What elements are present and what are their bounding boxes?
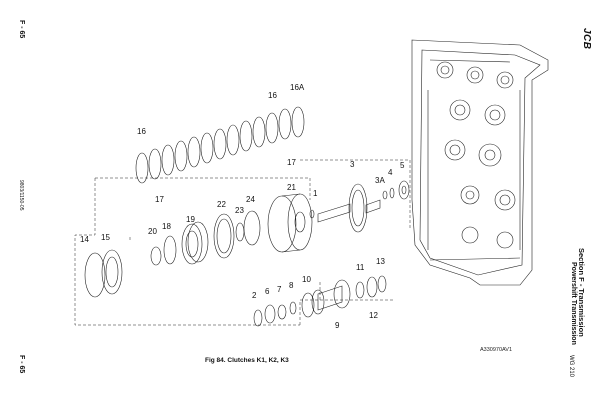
part-18	[163, 235, 177, 265]
part-8	[289, 301, 297, 315]
callout-23: 23	[235, 206, 244, 215]
callout-10: 10	[302, 275, 311, 284]
part-23	[235, 222, 245, 242]
washer-4	[389, 187, 395, 199]
part-12	[366, 276, 378, 298]
assembly-guide-dashed	[74, 177, 395, 326]
part-13	[377, 275, 387, 293]
callout-11: 11	[356, 263, 365, 272]
callout-8: 8	[289, 281, 294, 290]
callout-18: 18	[162, 222, 171, 231]
callout-16a: 16	[137, 127, 146, 136]
callout-21: 21	[287, 183, 296, 192]
part-20	[150, 246, 162, 266]
part-22	[213, 213, 235, 259]
callout-7: 7	[277, 285, 282, 294]
bearing-5	[398, 180, 410, 200]
part-2	[253, 309, 263, 327]
callout-12: 12	[369, 311, 378, 320]
callout-13: 13	[376, 257, 385, 266]
part-1	[309, 209, 315, 219]
callout-5: 5	[400, 161, 405, 170]
part-7	[277, 304, 287, 320]
piston-19	[181, 221, 209, 265]
figure-ref: A330970AV1	[480, 347, 513, 353]
part-11	[355, 281, 365, 299]
callout-17b: 17	[287, 158, 296, 167]
callout-16A: 16A	[290, 83, 305, 92]
callout-15: 15	[101, 233, 110, 242]
callout-20: 20	[148, 227, 157, 236]
plate-14	[84, 252, 106, 298]
transmission-housing	[411, 39, 549, 286]
gear-shaft-3	[317, 183, 381, 233]
figure-caption: Fig 84. Clutches K1, K2, K3	[205, 357, 289, 364]
callout-17a: 17	[155, 195, 164, 204]
pin-3a	[382, 190, 388, 200]
part-24	[243, 210, 261, 246]
clutch-drum-21	[267, 193, 313, 253]
callout-labels: 16 16 16A 17 17 3 3A 4 5 1 21 24 22 23 1…	[80, 83, 405, 330]
clutch-plate-stack	[135, 106, 305, 184]
callout-9: 9	[335, 321, 340, 330]
gear-shaft-9	[301, 279, 351, 318]
callout-3a: 3A	[375, 176, 385, 185]
callout-4: 4	[388, 168, 393, 177]
callout-2: 2	[252, 291, 257, 300]
callout-24: 24	[246, 195, 255, 204]
callout-14: 14	[80, 235, 89, 244]
callout-19: 19	[186, 215, 195, 224]
part-6	[264, 304, 276, 324]
callout-6: 6	[265, 287, 270, 296]
callout-3: 3	[350, 160, 355, 169]
callout-1: 1	[313, 189, 318, 198]
callout-22: 22	[217, 200, 226, 209]
callout-16b: 16	[268, 91, 277, 100]
plate-15	[101, 249, 123, 295]
